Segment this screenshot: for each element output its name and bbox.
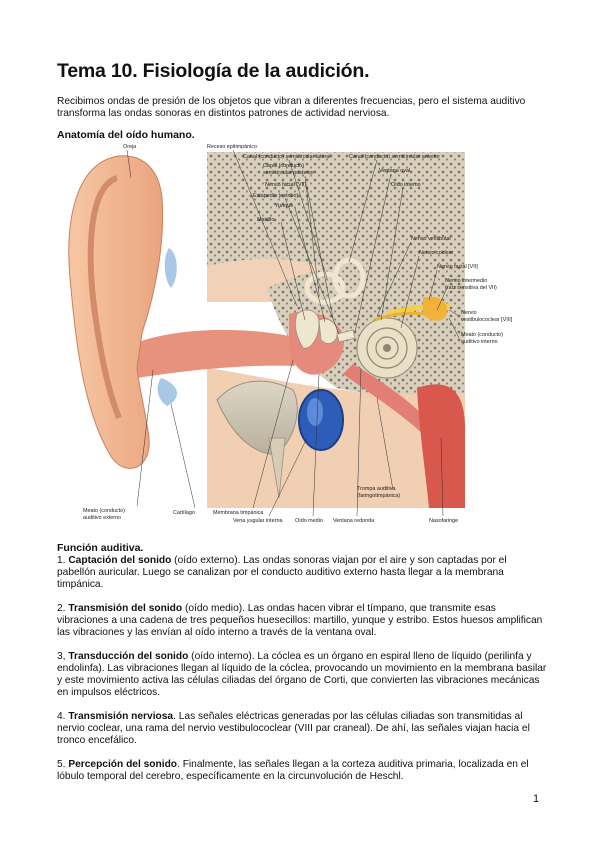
- label-nervio-intermedio-2: (raíz sensitiva del VII): [445, 285, 497, 291]
- label-nervio-facial: Nervio facial (VII): [265, 182, 307, 188]
- label-meato-interno-2: auditivo interno: [461, 339, 498, 345]
- label-oido-interno: Oído interno: [391, 182, 421, 188]
- label-canal-lateral: Canal (conducto) semicircular lateral: [243, 154, 330, 160]
- styloid-shape: [268, 437, 286, 499]
- label-nervio-vc-2: vestibulococlear [VIII]: [461, 317, 513, 323]
- item-number: 2.: [57, 603, 69, 614]
- ear-anatomy-figure: Oreja Receso epitimpánico Canal (conduct…: [57, 138, 543, 530]
- label-meato-interno-1: Meato (conducto): [461, 332, 503, 338]
- intro-paragraph: Recibimos ondas de presión de los objeto…: [57, 96, 526, 119]
- page-number: 1: [533, 793, 540, 805]
- item-term: Transmisión nerviosa: [68, 711, 174, 722]
- function-heading: Función auditiva.: [57, 542, 144, 554]
- label-yunque: Yunque: [275, 203, 293, 209]
- item-text: . Finalmente, las señales llegan a la co…: [57, 759, 529, 782]
- item-term: Transmisión del sonido: [68, 603, 183, 614]
- label-oreja: Oreja: [123, 144, 136, 150]
- cochlea-center-shape: [383, 344, 391, 352]
- label-ventana-oval: Ventana oval: [379, 168, 410, 174]
- temporal-bone-shape: [207, 152, 465, 278]
- item-term: Percepción del sonido: [68, 759, 178, 770]
- item-number: 3,: [57, 651, 69, 662]
- item-text: (oído externo). Las ondas sonoras viajan…: [57, 555, 507, 590]
- helix-fold-shape: [87, 175, 122, 420]
- function-item: 4. Transmisión nerviosa. Las señales elé…: [57, 711, 547, 747]
- stapes-shape: [336, 329, 356, 343]
- eustachian-tube-shape: [343, 364, 437, 438]
- label-canal-anterior: Canal (conducto) semicircular anterior: [349, 154, 440, 160]
- item-text: (oído interno). La cóclea es un órgano e…: [57, 651, 547, 698]
- cartilage-lower-shape: [157, 378, 178, 406]
- item-number: 1.: [57, 555, 69, 566]
- label-nervio-vc-1: Nervio: [461, 310, 477, 316]
- cartilage-upper-shape: [164, 248, 177, 288]
- function-item: 3, Transducción del sonido (oído interno…: [57, 651, 547, 699]
- label-martillo: Martillo: [257, 217, 274, 223]
- item-term: Captación del sonido: [68, 555, 172, 566]
- nerve-bundle-shape: [423, 296, 448, 321]
- mastoid-shape: [216, 380, 298, 455]
- anatomy-heading: Anatomía del oído humano.: [57, 129, 195, 141]
- item-text: (oído medio). Las ondas hacen vibrar el …: [57, 603, 543, 638]
- function-item: 5. Percepción del sonido. Finalmente, la…: [57, 759, 547, 783]
- jugular-highlight-shape: [307, 398, 323, 426]
- label-trompa-1: Trompa auditiva: [357, 486, 395, 492]
- function-item: 1. Captación del sonido (oído externo). …: [57, 555, 547, 591]
- cochlea-turn-shape: [375, 336, 399, 360]
- label-cartilago: Cartílago: [173, 510, 195, 516]
- label-nervio-facial-2: Nervio facial [VII]: [437, 264, 478, 270]
- function-item: 2. Transmisión del sonido (oído medio). …: [57, 603, 547, 639]
- external-canal-shape: [135, 329, 295, 378]
- label-nervio-vestibular: Nervio vestibular: [411, 236, 451, 242]
- label-membrana: Membrana timpánica: [213, 510, 263, 516]
- item-number: 5.: [57, 759, 69, 770]
- label-nervio-intermedio-1: Nervio intermedio: [445, 278, 487, 284]
- incus-shape: [318, 318, 338, 344]
- item-number: 4.: [57, 711, 69, 722]
- auricle-shape: [68, 155, 164, 469]
- semicircular-canal-shape: [304, 271, 346, 305]
- label-oido-medio: Oído medio: [295, 518, 323, 524]
- label-vena: Vena yugular interna: [233, 518, 282, 524]
- function-section: Función auditiva. 1. Captación del sonid…: [57, 542, 547, 795]
- item-term: Transducción del sonido: [68, 651, 189, 662]
- label-nasofaringe: Nasofaringe: [429, 518, 458, 524]
- label-trompa-2: (faringotimpánica): [357, 493, 400, 499]
- leader-lines: [126, 149, 460, 517]
- semicircular-canal-shape: [332, 257, 366, 299]
- label-estapedio: Estapedio (estribo): [253, 193, 298, 199]
- label-nervio-coclear: Nervio coclear: [419, 250, 454, 256]
- malleus-shape: [295, 309, 320, 349]
- cochlea-turn-shape: [366, 327, 408, 369]
- page-title: Tema 10. Fisiología de la audición.: [57, 60, 370, 82]
- label-receso: Receso epitimpánico: [207, 144, 257, 150]
- label-meato-externo-2: auditivo externo: [83, 515, 121, 521]
- label-canal-posterior-2: semicircular posterior: [263, 170, 314, 176]
- label-ventana-redonda: Ventana redonda: [333, 518, 374, 524]
- item-text: . Las señales eléctricas generadas por l…: [57, 711, 530, 746]
- label-meato-externo-1: Meato (conducto): [83, 508, 125, 514]
- label-canal-posterior-1: Canal (conducto): [263, 163, 304, 169]
